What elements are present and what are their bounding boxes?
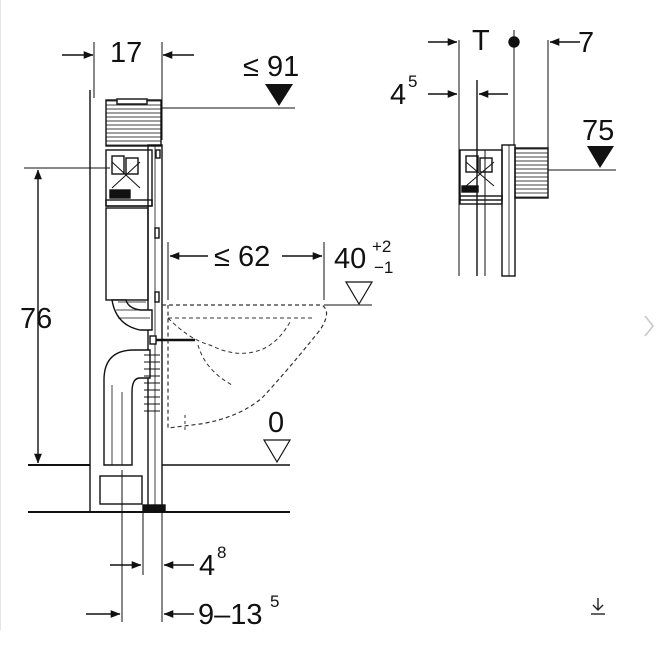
dim-side-height: 75	[582, 115, 614, 147]
dim-seat-tol-upper: +2	[372, 237, 391, 256]
flush-plate	[105, 99, 162, 147]
side-frame-upright	[501, 144, 516, 277]
dim-pipe-offset: 4	[199, 550, 215, 582]
next-image-button[interactable]	[641, 312, 657, 340]
dim-bowl-projection: ≤ 62	[214, 241, 270, 273]
download-icon	[591, 598, 605, 615]
level-triangle-0	[262, 439, 292, 464]
dim-pipe-offset-sup: 8	[217, 543, 226, 562]
panel-edge	[0, 0, 1, 630]
dim-side-offset-sup: 5	[408, 72, 417, 91]
dim-wall-gap: 7	[578, 27, 594, 59]
dim-installation-height: 76	[20, 303, 52, 335]
toilet-bowl-inner	[167, 317, 291, 354]
dim-drain-offset: 9–13	[198, 599, 263, 631]
dim-frame-depth: 17	[110, 37, 142, 69]
front-view-labels: 17 ≤ 91 76 ≤ 62 40 +2 −1 0 4 8 9–13 5	[20, 37, 393, 631]
dim-floor-level: 0	[268, 407, 284, 439]
frame-foot	[142, 504, 166, 512]
flush-bend	[111, 299, 153, 331]
level-triangle-40	[344, 281, 374, 306]
download-button[interactable]	[586, 594, 610, 618]
drain-socket	[99, 475, 143, 505]
chevron-right-icon	[644, 315, 655, 337]
level-triangle-91	[265, 84, 293, 106]
side-view	[428, 30, 616, 277]
drain-elbow	[103, 349, 151, 466]
connection-ribs	[144, 354, 160, 412]
front-view	[24, 42, 374, 622]
side-valve-block	[459, 149, 503, 201]
dim-side-offset: 4	[390, 79, 406, 111]
side-flush-plate	[514, 147, 549, 199]
dim-drain-offset-sup: 5	[270, 592, 279, 611]
dim-height-max: ≤ 91	[243, 51, 299, 83]
dim-seat-tol-lower: −1	[374, 258, 393, 277]
side-view-labels: T 7 4 5 75	[390, 25, 614, 147]
side-reference-point	[508, 36, 520, 48]
dim-seat-height: 40	[334, 243, 366, 275]
cistern-body	[105, 207, 149, 301]
dim-thickness: T	[472, 25, 490, 57]
toilet-outline	[162, 304, 328, 429]
level-triangle-75	[587, 146, 614, 168]
